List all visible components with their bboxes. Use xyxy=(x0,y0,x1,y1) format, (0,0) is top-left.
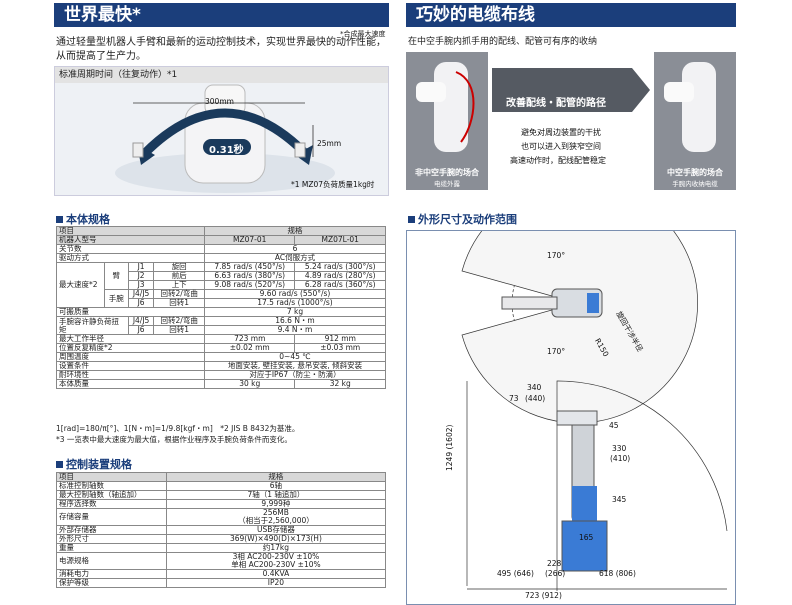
dim-723: 723 (912) xyxy=(525,591,562,600)
cabling-intro: 在中空手腕内抓手用的配线、配管可有序的收纳 xyxy=(408,37,598,47)
dim-45: 45 xyxy=(609,421,619,430)
dims-section-title: 外形尺寸及动作范围 xyxy=(408,211,517,227)
cycle-panel: 标准周期时间（往复动作）*1 300mm 25mm 0.31秒 *1 MZ07负… xyxy=(54,66,389,196)
dim-165: 165 xyxy=(579,533,594,542)
benefit-2: 也可以进入到狭窄空间 xyxy=(521,142,601,151)
dimension-drawing xyxy=(461,231,728,591)
cycle-title: 标准周期时间（往复动作）*1 xyxy=(55,67,388,83)
spec-note-1: 1[rad]=180/π[°]、1[N・m]=1/9.8[kgf・m] *2 J… xyxy=(56,424,300,433)
dim-266: (266) xyxy=(545,569,566,578)
spec-section-title: 本体规格 xyxy=(56,211,110,227)
caption-left-sub: 电缆外露 xyxy=(434,180,460,188)
dim-25mm: 25mm xyxy=(317,139,342,148)
section-heading-fastest: 世界最快* xyxy=(54,3,389,27)
benefit-1: 避免对周边装置的干扰 xyxy=(521,128,601,137)
ctrl-row: 最大控制轴数（轴追加）7轴（1 轴追加） xyxy=(56,490,387,500)
dim-73: 73 xyxy=(509,394,519,403)
angle-170-top: 170° xyxy=(547,251,566,260)
cabling-panel: 非中空手腕的场合 电缆外露 改善配线・配管的路径 避免对周边装置的干扰 也可以进… xyxy=(406,52,736,190)
robot-hollow-icon xyxy=(664,62,716,152)
arrow-title: 改善配线・配管的路径 xyxy=(506,98,606,109)
dim-618: 618 (806) xyxy=(599,569,636,578)
dim-1249: 1249 (1602) xyxy=(445,424,454,471)
dim-340: 340 xyxy=(527,383,542,392)
payload-note: *1 MZ07负荷质量1kg时 xyxy=(291,180,375,189)
caption-right-sub: 手腕内收纳电缆 xyxy=(672,180,718,188)
dimension-diagram: 170° 170° 旋回干涉半径 R150 340 (440) 73 45 33… xyxy=(406,230,736,605)
ctrl-row: 重量约17kg xyxy=(56,543,387,553)
dim-345: 345 xyxy=(612,495,627,504)
time-badge: 0.31秒 xyxy=(209,145,244,156)
angle-170-bottom: 170° xyxy=(547,347,566,356)
dim-300mm: 300mm xyxy=(205,97,234,106)
caption-left-title: 非中空手腕的场合 xyxy=(415,168,479,177)
footnote-star: *合成最大速度 xyxy=(340,30,386,38)
dim-410: (410) xyxy=(610,454,631,463)
dim-495: 495 (646) xyxy=(497,569,534,578)
intro-text: 通过轻量型机器人手臂和最新的运动控制技术，实现世界最快的动作性能，从而提高了生产… xyxy=(56,37,386,62)
cycle-illustration xyxy=(115,84,335,193)
robot-nonhollow-icon xyxy=(416,62,475,152)
caption-right-title: 中空手腕的场合 xyxy=(667,168,723,177)
improvement-arrow xyxy=(492,60,652,120)
dim-330: 330 xyxy=(612,444,627,453)
dim-228: 228 xyxy=(547,559,562,568)
benefit-3: 高速动作时，配线配管稳定 xyxy=(510,156,606,165)
dim-440: (440) xyxy=(525,394,546,403)
spec-note-2: *3 一览表中最大速度为最大值，根据作业程序及手腕负荷条件而变化。 xyxy=(56,435,292,444)
ctrl-section-title: 控制装置规格 xyxy=(56,456,132,472)
section-heading-cabling: 巧妙的电缆布线 xyxy=(406,3,736,27)
